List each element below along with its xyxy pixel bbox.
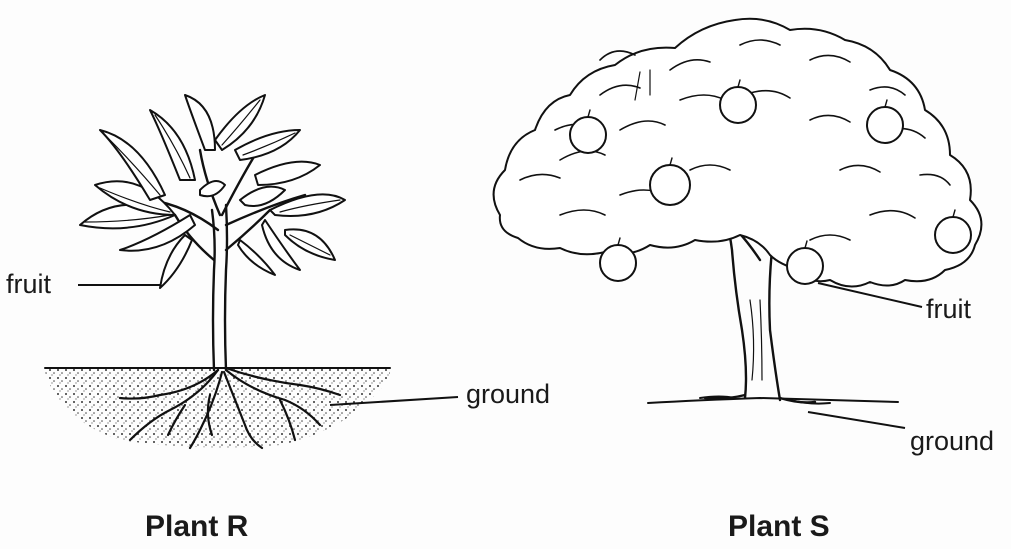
fruit-circle	[600, 245, 636, 281]
plant-r-drawing	[45, 95, 390, 448]
fruit-leader-s	[818, 283, 922, 307]
fruit-circle	[787, 248, 823, 284]
plant-s-fruit-label: fruit	[926, 296, 971, 323]
fruit-circle	[935, 217, 971, 253]
fruit-circle	[650, 165, 690, 205]
plant-r-ground-label: ground	[466, 381, 550, 408]
ground-leader-s	[808, 412, 905, 428]
plant-r-caption: Plant R	[145, 512, 248, 542]
fruit-circle	[570, 117, 606, 153]
plant-s-drawing	[494, 19, 982, 404]
fruit-circle	[867, 107, 903, 143]
plant-s-ground	[648, 397, 898, 404]
plant-r-soil	[45, 368, 390, 448]
fruit-circle	[720, 87, 756, 123]
plant-s-ground-label: ground	[910, 428, 994, 455]
plant-r-fruit-label: fruit	[6, 271, 51, 298]
plant-s-leaders	[808, 283, 922, 428]
plant-s-caption: Plant S	[728, 512, 830, 542]
plant-s-canopy	[494, 19, 982, 287]
